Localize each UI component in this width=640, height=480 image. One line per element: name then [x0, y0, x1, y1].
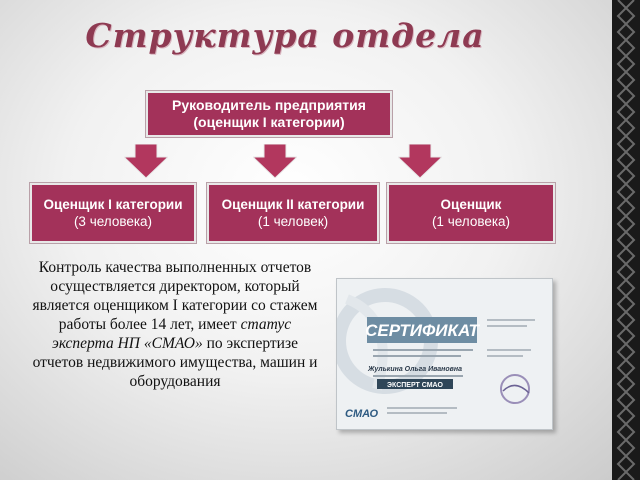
certificate-art: СЕРТИФИКАТ Жулькина Ольга Ивановна ЭКСПЕ…	[337, 279, 552, 429]
arrow-down-icon	[253, 144, 297, 178]
arrow-down-icon	[124, 144, 168, 178]
page-title: Структура отдела	[85, 16, 485, 55]
subordinate-role: Оценщик II категории	[221, 197, 365, 212]
description-part: Контроль качества выполненных отчетов ос…	[32, 259, 318, 333]
subordinate-box-2: Оценщик II категории (1 человек)	[207, 183, 379, 243]
subordinate-role: Оценщик	[440, 197, 502, 212]
certificate-name: Жулькина Ольга Ивановна	[367, 366, 462, 373]
subordinate-count: (1 человек)	[257, 214, 329, 229]
subordinate-count: (1 человека)	[431, 214, 511, 229]
subordinate-count: (3 человека)	[73, 214, 153, 229]
certificate-image: СЕРТИФИКАТ Жулькина Ольга Ивановна ЭКСПЕ…	[336, 278, 553, 430]
head-line-2: (оценщик I категории)	[193, 114, 345, 130]
subordinate-box-1: Оценщик I категории (3 человека)	[30, 183, 196, 243]
head-box: Руководитель предприятия (оценщик I кате…	[146, 91, 392, 137]
side-pattern-decoration	[612, 0, 640, 480]
description-text: Контроль качества выполненных отчетов ос…	[30, 258, 320, 391]
description-italic: статус эксперта НП «СМАО»	[52, 316, 292, 352]
subordinate-role: Оценщик I категории	[43, 197, 183, 212]
subordinate-box-3: Оценщик (1 человека)	[387, 183, 555, 243]
certificate-heading: СЕРТИФИКАТ	[365, 321, 480, 340]
certificate-logo: СМАО	[345, 408, 379, 420]
head-line-1: Руководитель предприятия	[172, 97, 366, 113]
arrow-down-icon	[398, 144, 442, 178]
description-part: по экспертизе отчетов недвижимого имущес…	[32, 335, 318, 390]
certificate-badge: ЭКСПЕРТ СМАО	[387, 382, 443, 389]
